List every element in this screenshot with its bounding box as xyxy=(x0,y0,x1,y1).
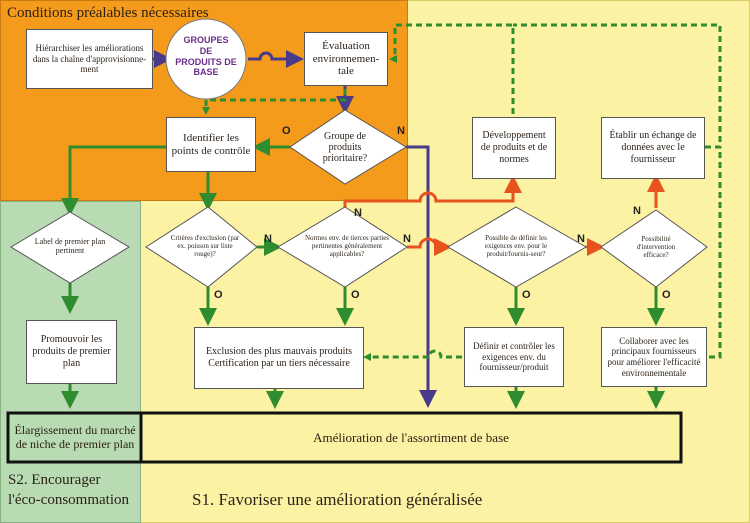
define-requirements-text: Possible de définir les exigences env. p… xyxy=(484,234,548,258)
exclusion-certification-box: Exclusion des plus mauvais produits Cert… xyxy=(194,327,364,389)
premium-label-text: Label de premier plan pertinent xyxy=(34,237,106,255)
collaborate-suppliers-box: Collaborer avec les principaux fournisse… xyxy=(601,327,707,387)
groups-line-1: GROUPES xyxy=(183,35,229,45)
premium-label-diamond xyxy=(10,211,130,284)
exclusion-criteria-diamond xyxy=(145,206,258,288)
base-product-groups-label: GROUPES DE PRODUITS DE BASE xyxy=(166,35,246,78)
edge-label-norms-no-top: N xyxy=(354,207,362,219)
groups-line-3: PRODUITS DE xyxy=(175,56,237,67)
prioritize-improvements-box: Hiérarchiser les améliorations dans la c… xyxy=(26,29,153,89)
third-party-norms-diamond xyxy=(277,206,408,288)
supplier-data-exchange-box: Établir un échange de données avec le fo… xyxy=(601,117,705,179)
priority-group-diamond xyxy=(289,109,407,185)
dashed-feedback-arrows xyxy=(202,23,722,361)
third-party-norms-text: Normes env. de tierces parties pertinent… xyxy=(304,234,390,258)
niche-expansion-box xyxy=(6,411,143,464)
edge-label-define-no: N xyxy=(577,233,585,245)
groups-line-4: BASE xyxy=(193,67,219,78)
edge-label-exclusion-no: N xyxy=(264,233,272,245)
edge-label-norms-no-right: N xyxy=(403,233,411,245)
orange-flow-arrows xyxy=(343,174,665,256)
intervention-diamond xyxy=(600,209,708,288)
edge-label-priority-no: N xyxy=(397,125,405,137)
base-assortment-label: Amélioration de l'assortiment de base xyxy=(313,429,509,445)
edge-label-define-yes: O xyxy=(522,289,531,301)
priority-group-text: Groupe de produits prioritaire? xyxy=(322,130,368,164)
product-development-box: Développement de produits et de normes xyxy=(472,117,556,179)
green-flow-arrows xyxy=(61,138,665,409)
region-s1-title: S1. Favoriser une amélioration généralis… xyxy=(192,490,483,509)
region-prerequisites-title: Conditions préalables nécessaires xyxy=(7,5,209,21)
region-s2-title-line2: l'éco-consommation xyxy=(8,492,130,508)
niche-expansion-label: Élargissement du marché de niche de prem… xyxy=(14,422,136,451)
edge-label-norms-yes: O xyxy=(351,289,360,301)
edge-label-intervention-yes: O xyxy=(662,289,671,301)
promote-premium-box: Promouvoir les produits de premier plan xyxy=(26,320,117,384)
define-requirements-diamond xyxy=(447,206,588,288)
control-requirements-box: Définir et contrôler les exigences env. … xyxy=(464,327,564,387)
base-product-groups-circle xyxy=(165,18,247,100)
groups-line-2: DE xyxy=(199,45,213,56)
edge-label-exclusion-yes: O xyxy=(214,289,223,301)
edge-label-intervention-no: N xyxy=(633,205,641,217)
intervention-text: Possibilité d'intervention efficace? xyxy=(636,235,676,259)
exclusion-criteria-text: Critères d'exclusion (par ex. poisson su… xyxy=(170,234,240,258)
control-points-box: Identifier les points de contrôle xyxy=(166,117,256,172)
environmental-evaluation-box: Évaluation environnemen-tale xyxy=(304,32,388,86)
edge-label-priority-yes: O xyxy=(282,125,291,137)
region-s2-title-line1: S2. Encourager xyxy=(8,472,101,488)
